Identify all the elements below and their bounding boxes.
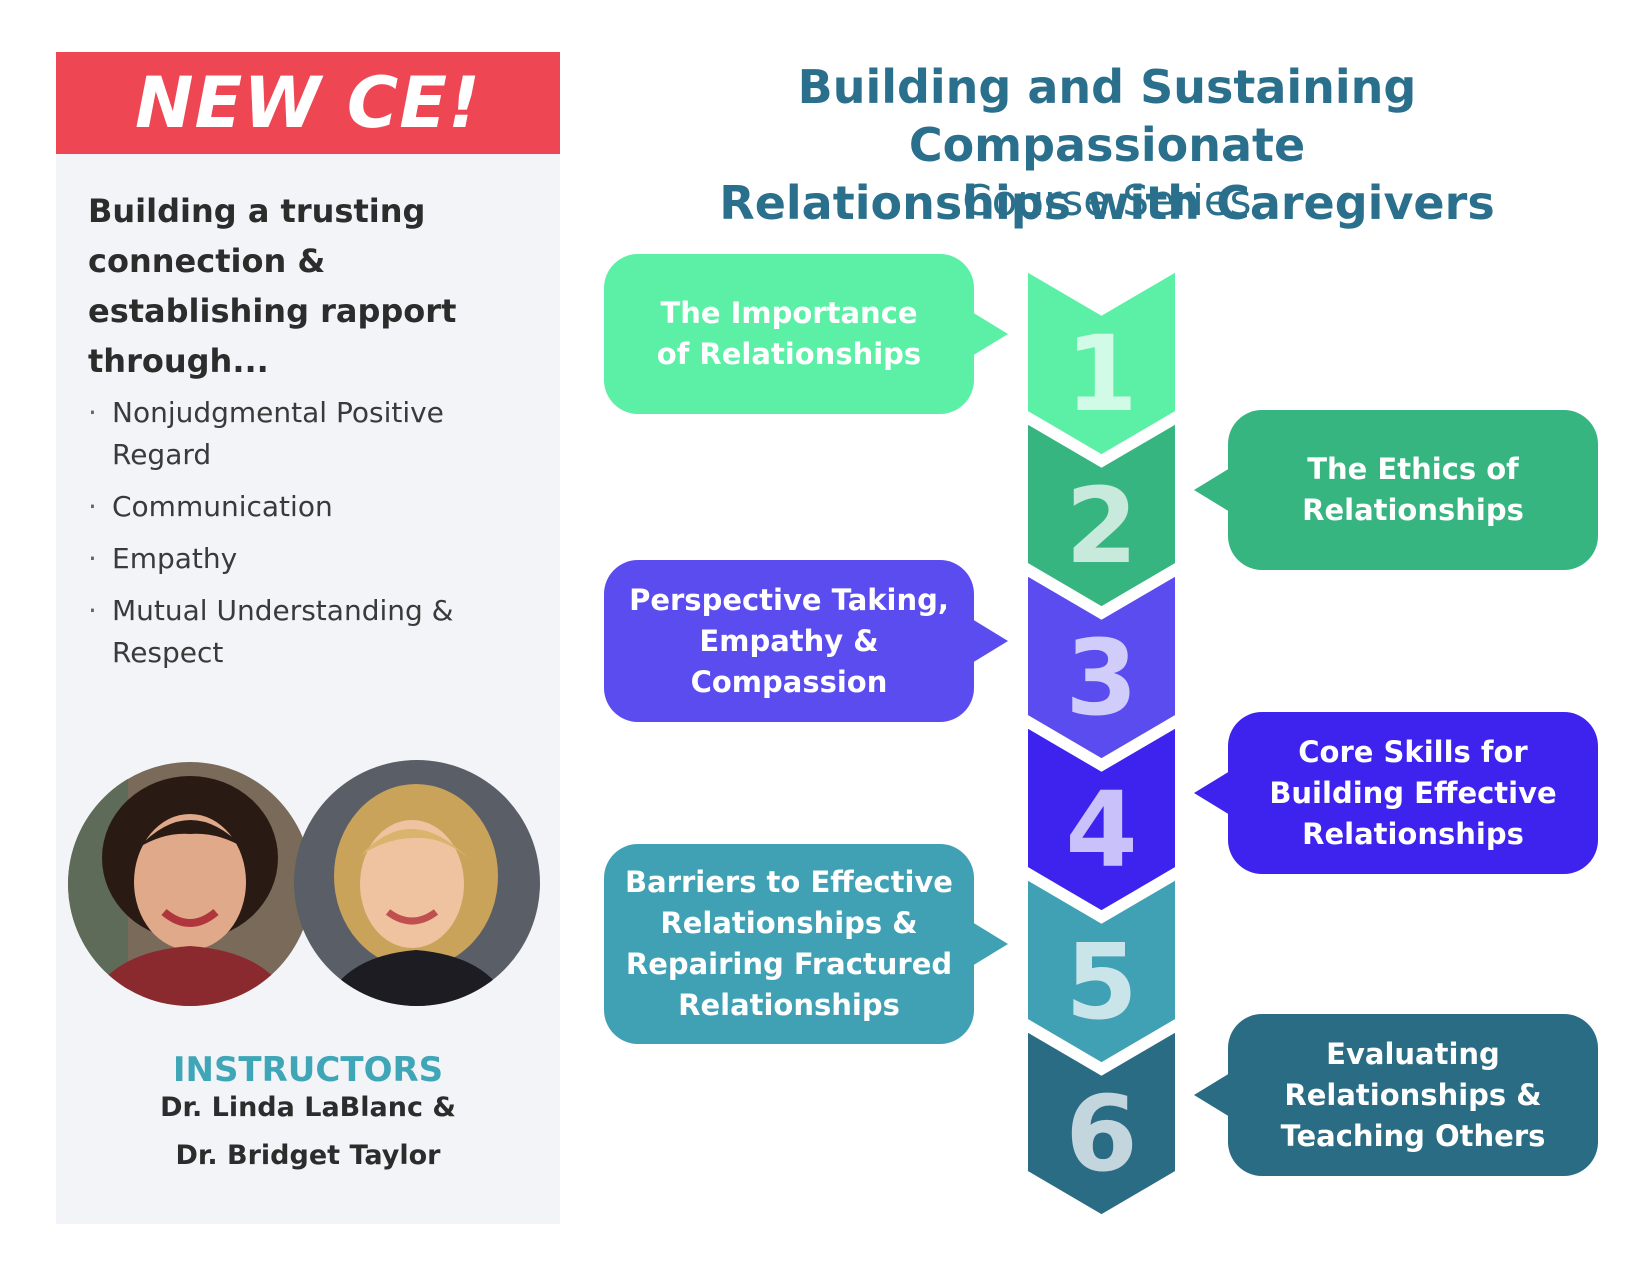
course-title: Barriers to Effective Relationships & Re… (625, 865, 953, 1022)
course-box-6: Evaluating Relationships & Teaching Othe… (1194, 1014, 1598, 1176)
course-box-3: Perspective Taking, Empathy & Compassion (604, 560, 1008, 722)
series-title-line1: Building and Sustaining Compassionate (797, 60, 1417, 172)
series-subtitle: Course Series (962, 176, 1252, 225)
instructor-name: Dr. Linda LaBlanc & (160, 1092, 456, 1123)
chevron-number: 5 (1065, 921, 1137, 1043)
course-description: Building a trusting connection & establi… (88, 186, 508, 684)
topic-item: ·Nonjudgmental Positive Regard (88, 396, 444, 471)
chevron-number: 1 (1065, 313, 1137, 435)
topic-list: ·Nonjudgmental Positive Regard ·Communic… (88, 392, 508, 674)
course-box-5: Barriers to Effective Relationships & Re… (604, 844, 1008, 1044)
instructor-photo-1 (68, 762, 312, 1006)
instructors-label: INSTRUCTORS (172, 1050, 444, 1090)
course-title: The Ethics of Relationships (1302, 452, 1524, 527)
course-box-1: The Importance of Relationships (604, 254, 1008, 414)
chevron-number: 6 (1065, 1073, 1137, 1195)
description-lead: Building a trusting connection & establi… (88, 192, 457, 380)
new-ce-banner: NEW CE! (56, 52, 560, 154)
banner-text: NEW CE! (134, 62, 482, 144)
topic-item: ·Empathy (88, 542, 238, 575)
course-title: Perspective Taking, Empathy & Compassion (629, 582, 949, 699)
chevron-number: 3 (1065, 617, 1137, 739)
instructor-name: Dr. Bridget Taylor (175, 1140, 441, 1171)
instructor-photo-2 (294, 760, 540, 1006)
course-box-2: The Ethics of Relationships (1194, 410, 1598, 570)
series-title-line2: Relationships with Caregivers (719, 176, 1495, 230)
course-box-4: Core Skills for Building Effective Relat… (1194, 712, 1598, 874)
course-title: The Importance of Relationships (656, 296, 922, 371)
topic-item: ·Mutual Understanding & Respect (88, 594, 454, 669)
course-info-panel (56, 52, 560, 1224)
series-title: Building and Sustaining Compassionate Re… (592, 58, 1622, 232)
chevron-number: 2 (1065, 465, 1137, 587)
course-title: Core Skills for Building Effective Relat… (1269, 734, 1557, 851)
topic-item: ·Communication (88, 490, 333, 523)
chevron-number: 4 (1065, 769, 1137, 891)
chevron-step-1 (1018, 255, 1185, 466)
course-title: Evaluating Relationships & Teaching Othe… (1280, 1036, 1546, 1153)
